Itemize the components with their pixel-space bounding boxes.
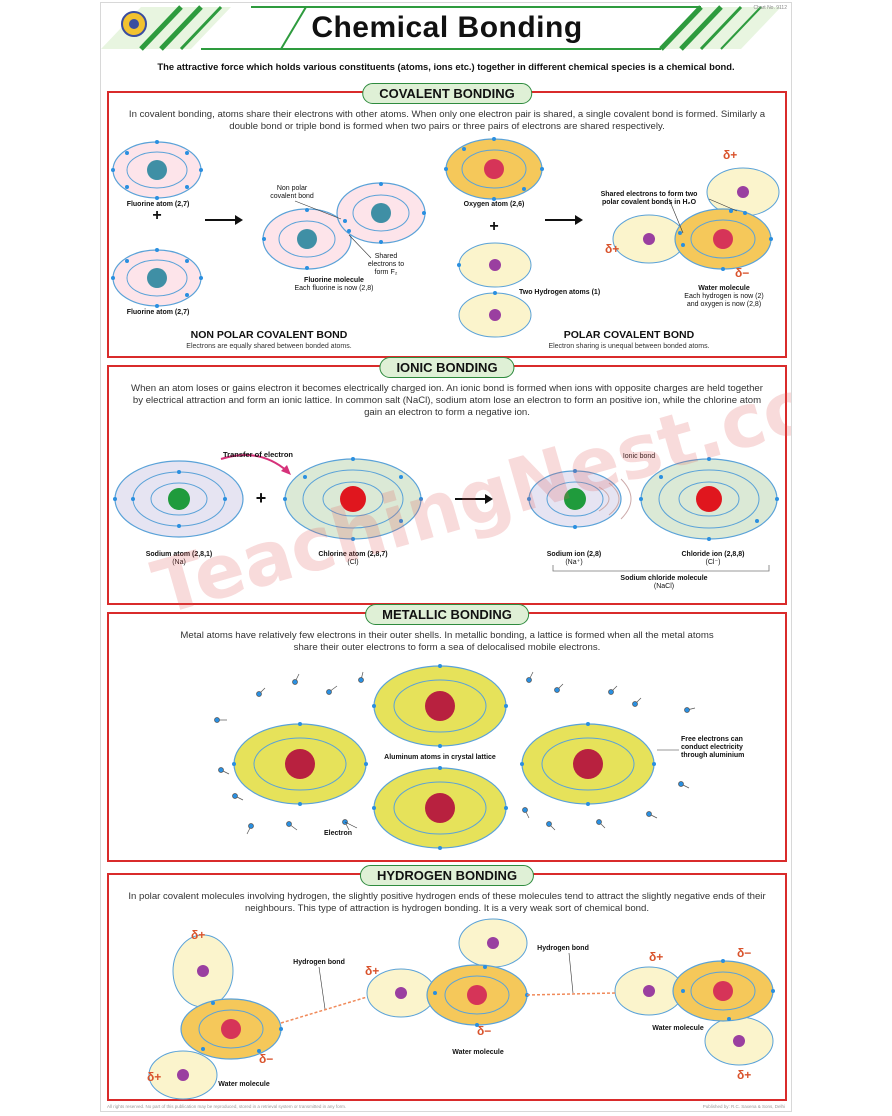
chart-code: Chart No. 9112 <box>753 5 787 11</box>
page-title: Chemical Bonding <box>311 11 583 44</box>
metallic-panel: METALLIC BONDING Metal atoms have relati… <box>107 604 787 862</box>
polar-desc: Electron sharing is unequal between bond… <box>548 343 710 350</box>
sodium-ion-symbol: (Na⁺) <box>565 559 583 566</box>
nacl-label: Sodium chloride molecule <box>620 575 708 582</box>
fluorine-atom-1-label: Fluorine atom (2,7) <box>126 201 190 208</box>
covalent-heading: COVALENT BONDING <box>362 83 532 104</box>
water-molecule-label: Water molecule <box>698 285 750 292</box>
sodium-ion-label: Sodium ion (2,8) <box>546 551 602 558</box>
sodium-ion <box>527 469 622 529</box>
ionic-panel: IONIC BONDING When an atom loses or gain… <box>107 357 787 605</box>
header-band: Chemical Bonding Chart No. 9112 <box>101 3 791 53</box>
metallic-heading: METALLIC BONDING <box>365 604 529 625</box>
fluorine-molecule <box>262 182 426 270</box>
h-delta-minus-2: δ− <box>477 1024 492 1038</box>
polar-name: POLAR COVALENT BOND <box>563 329 695 341</box>
svg-text:+: + <box>489 218 498 235</box>
covalent-diagram: + <box>111 137 780 338</box>
water-label-2: Water molecule <box>452 1049 504 1056</box>
h-delta-plus-5: δ+ <box>737 1068 752 1082</box>
covalent-text: In covalent bonding, atoms share their e… <box>128 109 766 132</box>
h-delta-minus-1: δ− <box>259 1052 274 1066</box>
chloride-ion-symbol: (Cl⁻) <box>705 559 721 566</box>
covalent-panel: COVALENT BONDING In covalent bonding, at… <box>107 83 787 358</box>
hydrogen-heading: HYDROGEN BONDING <box>359 865 535 886</box>
shared-h2o-callout: Shared electrons to form two polar coval… <box>600 191 698 206</box>
oxygen-atom-label: Oxygen atom (2,6) <box>463 201 525 208</box>
free-electrons <box>214 671 696 835</box>
fluorine-atom-2-label: Fluorine atom (2,7) <box>126 309 190 316</box>
water-molecule-covalent <box>612 167 780 271</box>
h-delta-minus-3: δ− <box>737 946 752 960</box>
free-electrons-label: Free electrons can conduct electricity t… <box>681 736 745 759</box>
h-delta-plus-1: δ+ <box>191 928 206 942</box>
ionic-heading: IONIC BONDING <box>379 357 515 378</box>
footer-publisher: Published by: R.C. Saxena & Sons, Delhi <box>702 1104 785 1109</box>
nacl-symbol: (NaCl) <box>653 583 675 590</box>
water-molecule-1 <box>148 934 283 1100</box>
two-hydrogen-label: Two Hydrogen atoms (1) <box>519 289 601 296</box>
hydrogen-bond-label-2: Hydrogen bond <box>537 945 589 952</box>
water-molecule-2 <box>366 918 529 1027</box>
sodium-atom <box>113 460 244 538</box>
metallic-diagram <box>214 664 696 850</box>
aluminum-atom-right <box>520 722 656 806</box>
chloride-ion-label: Chloride ion (2,8,8) <box>681 551 745 558</box>
hydrogen-bond-label-1: Hydrogen bond <box>293 959 345 966</box>
water-note-2: and oxygen is now (2,8) <box>686 301 762 308</box>
sodium-symbol: (Na) <box>172 559 186 566</box>
h-delta-plus-3: δ+ <box>365 964 380 978</box>
water-note-1: Each hydrogen is now (2) <box>684 293 764 300</box>
nonpolar-desc: Electrons are equally shared between bon… <box>186 343 352 350</box>
aluminum-atom-left <box>232 722 368 806</box>
aluminum-label: Aluminum atoms in crystal lattice <box>384 754 496 761</box>
chlorine-atom-label: Chlorine atom (2,8,7) <box>318 551 388 558</box>
nonpolar-name: NON POLAR COVALENT BOND <box>190 329 348 341</box>
electron-label: Electron <box>323 830 352 837</box>
water-molecule-3 <box>614 959 775 1066</box>
publisher-logo-icon <box>121 11 147 37</box>
hydrogen-diagram <box>148 918 775 1100</box>
chart-poster: Chemical Bonding Chart No. 9112 The attr… <box>100 2 792 1112</box>
chlorine-symbol: (Cl) <box>347 559 359 566</box>
hydrogen-atoms <box>457 242 532 338</box>
hydrogen-text: In polar covalent molecules involving hy… <box>128 891 766 914</box>
ionic-bond-label: Ionic bond <box>622 453 656 460</box>
metallic-text: Metal atoms have relatively few electron… <box>180 630 714 653</box>
ionic-diagram: + <box>113 454 779 572</box>
oxygen-atom <box>444 137 544 201</box>
svg-text:+: + <box>256 488 267 508</box>
delta-minus: δ− <box>735 266 750 280</box>
h-delta-plus-2: δ+ <box>147 1070 162 1084</box>
shared-electrons-callout: Shared electrons to form F₂ <box>367 253 405 276</box>
water-label-1: Water molecule <box>218 1081 270 1088</box>
nonpolar-callout: Non polar covalent bond <box>270 185 314 200</box>
water-label-3: Water molecule <box>652 1025 704 1032</box>
fluorine-atom-1 <box>111 140 203 200</box>
footer-copyright: All rights reserved. No part of this pub… <box>107 1104 347 1109</box>
svg-text:+: + <box>152 207 161 224</box>
delta-plus-left: δ+ <box>605 242 620 256</box>
delta-plus-top: δ+ <box>723 148 738 162</box>
hydrogen-panel: HYDROGEN BONDING In polar covalent molec… <box>107 865 787 1101</box>
transfer-label: Transfer of electron <box>222 450 294 459</box>
sodium-atom-label: Sodium atom (2,8,1) <box>145 551 213 558</box>
aluminum-atom-bottom <box>372 766 508 850</box>
ionic-text: When an atom loses or gains electron it … <box>131 383 763 418</box>
fluorine-atom-2 <box>111 248 203 308</box>
chlorine-atom <box>283 457 423 541</box>
fluorine-molecule-label: Fluorine molecule <box>304 277 364 284</box>
definition-text: The attractive force which holds various… <box>157 61 735 72</box>
chloride-ion <box>639 457 779 541</box>
h-delta-plus-4: δ+ <box>649 950 664 964</box>
fluorine-molecule-note: Each fluorine is now (2,8) <box>294 285 374 292</box>
aluminum-atom-top <box>372 664 508 748</box>
